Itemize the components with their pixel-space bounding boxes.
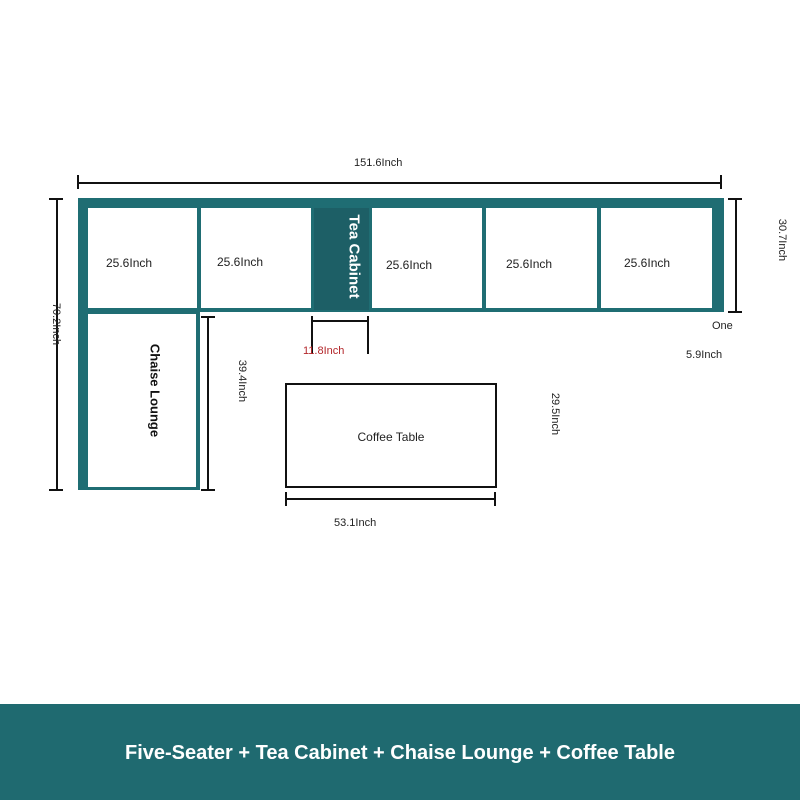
seat-2: [201, 208, 311, 308]
seat-depth-label: 30.7Inch: [776, 218, 788, 262]
total-depth-label: 70.2Inch: [50, 302, 62, 346]
seat-5-label: 25.6Inch: [624, 256, 671, 270]
cabinet-width-label: 11.8Inch: [303, 345, 345, 357]
tea-cabinet-label: Tea Cabinet: [345, 214, 363, 299]
seat-1: [88, 208, 197, 308]
footer-title: Five-Seater + Tea Cabinet + Chaise Loung…: [125, 742, 675, 764]
chaise-lounge-label: Chaise Lounge: [147, 343, 163, 438]
table-width-label: 53.1Inch: [334, 517, 377, 529]
seat-4: [486, 208, 597, 308]
seat-2-label: 25.6Inch: [217, 255, 264, 269]
total-width-label: 151.6Inch: [354, 157, 403, 169]
end-panel-width-label: 5.9Inch: [686, 349, 723, 361]
footer-banner: Five-Seater + Tea Cabinet + Chaise Loung…: [0, 704, 800, 800]
tea-cabinet: [314, 208, 369, 310]
coffee-table-label: Coffee Table: [357, 430, 425, 444]
end-panel-piece-label: One: [712, 320, 733, 332]
seat-4-label: 25.6Inch: [506, 257, 553, 271]
seat-3: [372, 208, 482, 308]
seat-3-label: 25.6Inch: [386, 258, 433, 272]
seat-5: [601, 208, 712, 308]
chaise-lounge: [88, 314, 196, 487]
coffee-table: [285, 383, 497, 488]
seat-1-label: 25.6Inch: [106, 256, 153, 270]
table-depth-label: 29.5Inch: [549, 392, 561, 436]
chaise-length-label: 39.4Inch: [236, 359, 248, 403]
